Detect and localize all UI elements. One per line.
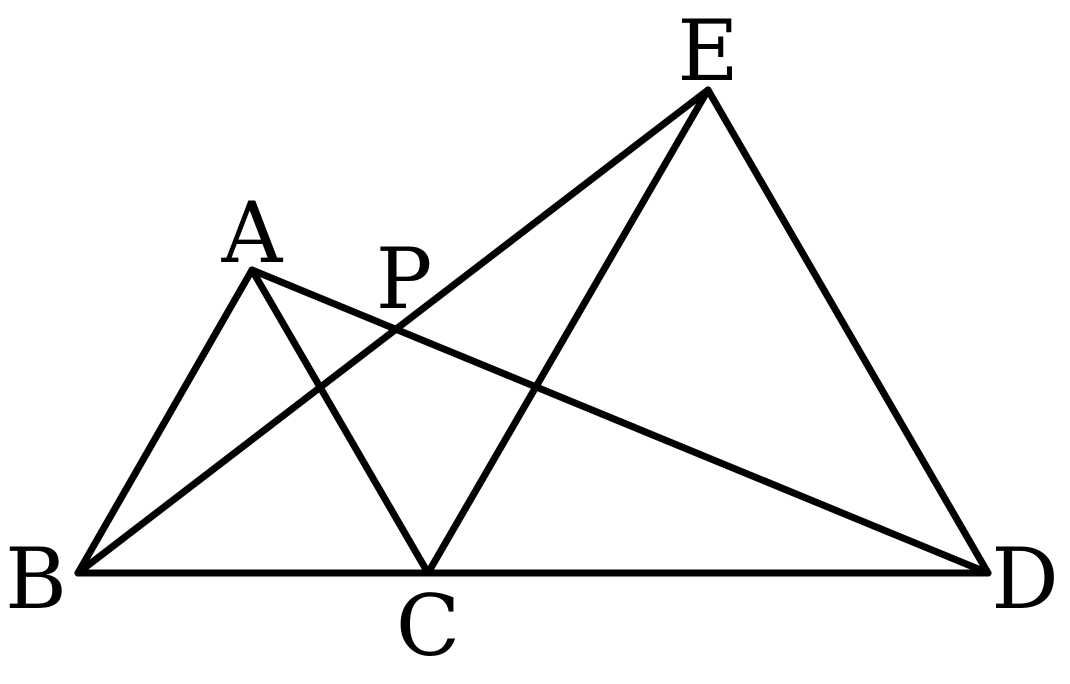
point-label-a: A (221, 184, 284, 282)
segment-be (74, 86, 712, 577)
point-label-e: E (677, 2, 738, 100)
segment-ab (74, 266, 256, 577)
segment-ce (424, 86, 712, 577)
point-label-c: C (396, 577, 460, 675)
point-label-p: P (376, 230, 433, 328)
segment-de (704, 86, 992, 577)
point-label-b: B (5, 530, 67, 628)
segment-ad (248, 266, 992, 577)
point-label-d: D (991, 530, 1058, 628)
segment-ac (248, 266, 432, 577)
